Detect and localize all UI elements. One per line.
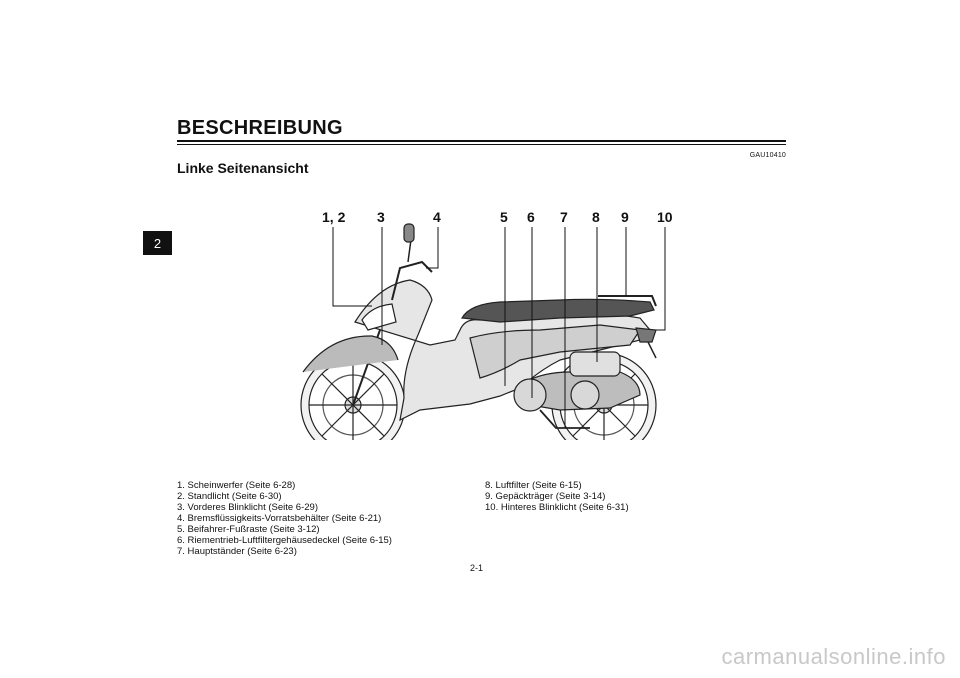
page-title: BESCHREIBUNG <box>177 117 343 139</box>
callout-4: 4 <box>433 209 441 225</box>
legend-item: 10. Hinteres Blinklicht (Seite 6-31) <box>485 502 629 513</box>
callout-10: 10 <box>657 209 673 225</box>
section-code: GAU10410 <box>749 152 786 159</box>
legend-item: 8. Luftfilter (Seite 6-15) <box>485 480 582 491</box>
legend-item: 6. Riementrieb-Luftfiltergehäusedeckel (… <box>177 535 392 546</box>
callout-1-2: 1, 2 <box>322 209 346 225</box>
callout-8: 8 <box>592 209 600 225</box>
legend-item: 4. Bremsflüssigkeits-Vorratsbehälter (Se… <box>177 513 382 524</box>
section-subtitle: Linke Seitenansicht <box>177 160 309 176</box>
scooter-illustration <box>300 223 666 440</box>
legend-list-right: 8. Luftfilter (Seite 6-15) 9. Gepäckträg… <box>485 480 629 513</box>
callout-7: 7 <box>560 209 568 225</box>
callout-9: 9 <box>621 209 629 225</box>
page-number: 2-1 <box>470 563 484 573</box>
legend-item: 9. Gepäckträger (Seite 3-14) <box>485 491 606 502</box>
callout-3: 3 <box>377 209 385 225</box>
leader-lines <box>332 227 666 428</box>
legend-item: 3. Vorderes Blinklicht (Seite 6-29) <box>177 502 318 513</box>
title-rule-thick <box>177 140 786 142</box>
title-rule-thin <box>177 144 786 145</box>
legend-item: 2. Standlicht (Seite 6-30) <box>177 491 282 502</box>
legend-list-left: 1. Scheinwerfer (Seite 6-28) 2. Standlic… <box>177 480 392 557</box>
watermark: carmanualsonline.info <box>721 644 946 669</box>
legend-item: 1. Scheinwerfer (Seite 6-28) <box>177 480 296 491</box>
callout-5: 5 <box>500 209 508 225</box>
chapter-tab: 2 <box>143 231 172 255</box>
legend-item: 7. Hauptständer (Seite 6-23) <box>177 546 297 557</box>
callout-6: 6 <box>527 209 535 225</box>
legend-item: 5. Beifahrer-Fußraste (Seite 3-12) <box>177 524 320 535</box>
